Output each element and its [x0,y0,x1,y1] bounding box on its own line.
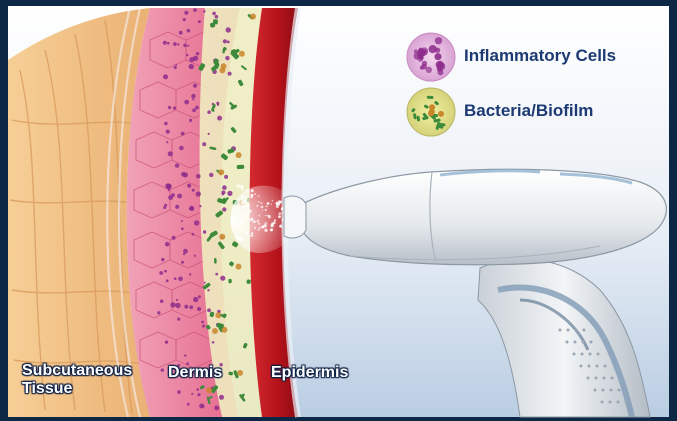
subcutaneous-tissue-label: Subcutaneous Tissue [22,362,132,398]
inflammatory-cells-icon [407,33,455,81]
subcutaneous-label-line1: Subcutaneous [22,362,132,380]
legend-inflammatory-cells-label: Inflammatory Cells [464,46,616,66]
bacteria-biofilm-icon [407,88,455,136]
dermis-label: Dermis [168,364,222,382]
epidermis-label: Epidermis [271,364,348,382]
subcutaneous-label-line2: Tissue [22,380,132,398]
legend-bacteria-biofilm-label: Bacteria/Biofilm [464,101,593,121]
